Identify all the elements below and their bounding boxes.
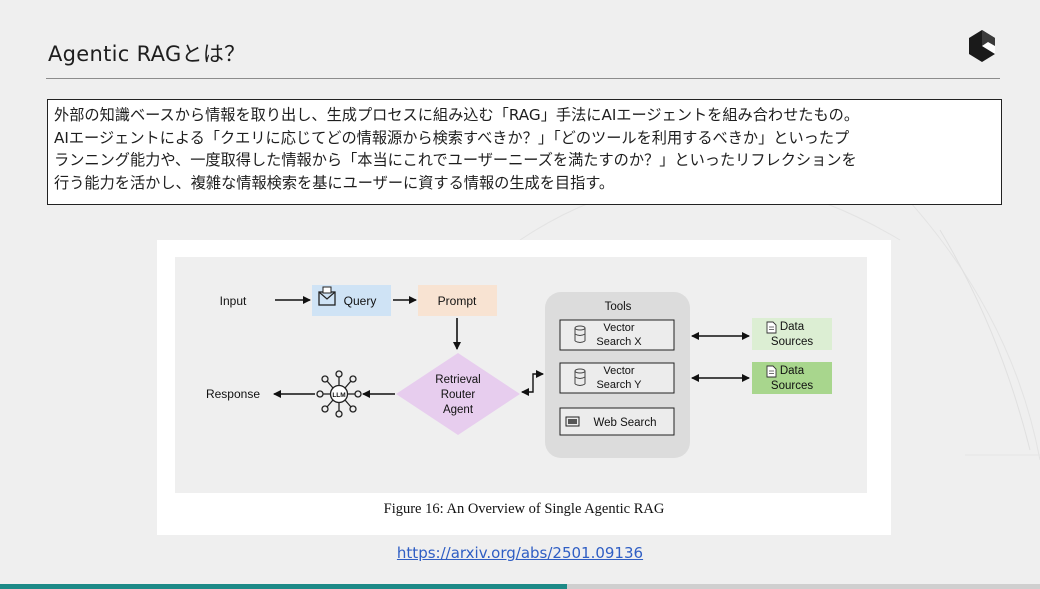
data-sources-box-1 — [752, 318, 832, 350]
data-sources-1-line2: Sources — [771, 336, 813, 348]
envelope-icon — [318, 286, 336, 306]
vector-search-y-line1: Vector — [603, 365, 635, 377]
tools-title: Tools — [605, 301, 632, 313]
router-label-line2: Router — [441, 389, 476, 401]
router-diamond — [396, 353, 520, 435]
web-search-label: Web Search — [593, 417, 656, 429]
web-icon — [565, 416, 580, 427]
document-icon — [766, 365, 777, 378]
connector-router-to-tools — [521, 370, 544, 396]
router-label-line1: Retrieval — [435, 374, 480, 386]
slide-progress-fill — [0, 584, 567, 589]
data-sources-box-2 — [752, 362, 832, 394]
agentic-rag-diagram: Input Query Prompt Retrieval Router Agen… — [175, 257, 867, 493]
description-line-4: 行う能力を活かし、複雑な情報検索を基にユーザーに資する情報の生成を目指す。 — [54, 173, 615, 192]
title-divider — [46, 78, 1000, 79]
data-sources-2-line1: Data — [780, 365, 805, 377]
figure-caption: Figure 16: An Overview of Single Agentic… — [383, 501, 665, 517]
llm-label: LLM — [332, 392, 345, 399]
description-box: 外部の知識ベースから情報を取り出し、生成プロセスに組み込む「RAG」手法にAIエ… — [47, 99, 1002, 205]
prompt-box — [418, 285, 497, 316]
router-label-line3: Agent — [443, 404, 474, 416]
vector-search-y-line2: Search Y — [596, 379, 642, 391]
query-label: Query — [344, 294, 377, 308]
data-sources-1-line1: Data — [780, 321, 805, 333]
data-sources-2-line2: Sources — [771, 380, 813, 392]
input-label: Input — [220, 294, 247, 308]
company-logo-icon — [969, 30, 995, 62]
response-label: Response — [206, 387, 260, 401]
source-link[interactable]: https://arxiv.org/abs/2501.09136 — [396, 544, 644, 562]
llm-network-icon — [316, 370, 362, 418]
document-icon — [766, 321, 777, 334]
description-line-2: AIエージェントによる「クエリに応じてどの情報源から検索すべきか？」「どのツール… — [54, 128, 850, 147]
prompt-label: Prompt — [438, 294, 477, 308]
database-icon — [574, 325, 586, 343]
database-icon — [574, 368, 586, 386]
slide-progress-bar — [0, 584, 1040, 589]
description-line-3: ランニング能力や、一度取得した情報から「本当にこれでユーザーニーズを満たすのか？… — [54, 151, 857, 169]
slide-title: Agentic RAGとは？ — [48, 42, 246, 66]
description-line-1: 外部の知識ベースから情報を取り出し、生成プロセスに組み込む「RAG」手法にAIエ… — [54, 106, 860, 124]
figure-card: Input Query Prompt Retrieval Router Agen… — [157, 240, 891, 535]
vector-search-x-line1: Vector — [603, 322, 635, 334]
vector-search-x-line2: Search X — [596, 336, 642, 348]
